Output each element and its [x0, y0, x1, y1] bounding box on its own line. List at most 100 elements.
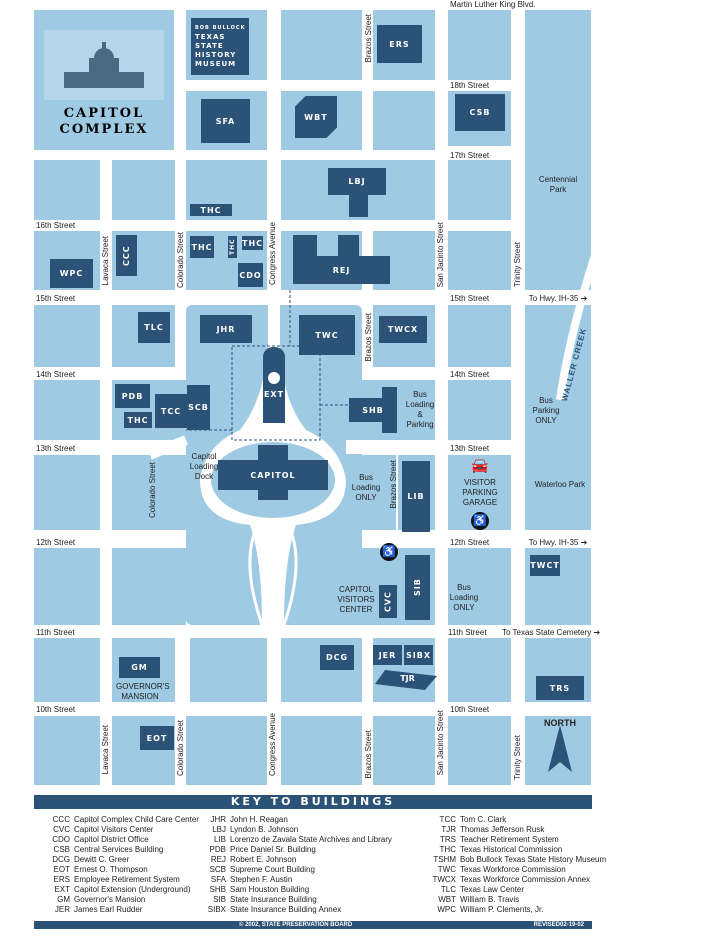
block: [34, 455, 100, 530]
key-name: Capitol Complex Child Care Center: [74, 815, 199, 824]
footer: © 2002, STATE PRESERVATION BOARD REVISED…: [34, 921, 592, 929]
key-entry: GM Governor's Mansion: [38, 895, 199, 905]
building-twct[interactable]: TWCT: [530, 555, 560, 576]
key-name: Thomas Jefferson Rusk: [460, 825, 545, 834]
revised-date: REVISED02-19-02: [533, 922, 584, 928]
building-cvc[interactable]: CVC: [379, 585, 397, 618]
cvc-label: CAPITOL VISITORS CENTER: [337, 585, 375, 614]
building-trs[interactable]: TRS: [536, 676, 584, 700]
building-thc[interactable]: THC: [242, 236, 263, 250]
building-gm[interactable]: GM: [119, 657, 160, 678]
key-code: JHR: [210, 815, 226, 824]
building-dcg[interactable]: DCG: [320, 645, 354, 670]
building-thc[interactable]: THC: [124, 412, 152, 428]
key-name: Texas Workforce Commission: [460, 865, 566, 874]
street-10th: 10th Street: [36, 705, 76, 714]
building-tcc[interactable]: TCC: [155, 394, 187, 428]
building-scb[interactable]: SCB: [187, 385, 210, 430]
key-name: William B. Travis: [460, 895, 520, 904]
street-lavaca: Lavaca Street: [101, 236, 110, 286]
rotunda-icon: [268, 372, 280, 384]
building-sib[interactable]: SIB: [405, 555, 430, 620]
street-san-jacinto: San Jacinto Street: [436, 222, 445, 288]
key-code: EXT: [54, 885, 70, 894]
block: [34, 380, 100, 440]
key-code: GM: [57, 895, 70, 904]
building-pdb[interactable]: PDB: [115, 384, 150, 408]
building-label: BOB BULLOCK: [195, 25, 246, 31]
key-name: Lorenzo de Zavala State Archives and Lib…: [230, 835, 392, 844]
key-name: Price Daniel Sr. Building: [230, 845, 316, 854]
street-12th: 12th Street: [450, 538, 490, 547]
key-code: DCG: [52, 855, 70, 864]
key-name: Lyndon B. Johnson: [230, 825, 299, 834]
key-name: State Insurance Building: [230, 895, 317, 904]
building-thc[interactable]: THC: [190, 204, 232, 216]
street-11th: 11th Street: [36, 628, 75, 637]
building-lib[interactable]: LIB: [402, 461, 430, 532]
bus-loading-only-label: Bus Loading ONLY: [449, 583, 479, 612]
key-name: Texas Law Center: [460, 885, 525, 894]
building-thc[interactable]: THC: [228, 236, 237, 258]
street-brazos: Brazos Street: [364, 313, 373, 362]
building-wbt[interactable]: WBT: [295, 96, 337, 138]
key-name: Governor's Mansion: [74, 895, 146, 904]
key-name: Bob Bullock Texas State History Museum: [460, 855, 607, 864]
street-trinity: Trinity Street: [513, 735, 522, 781]
key-name: Sam Houston Building: [230, 885, 310, 894]
building-tjr[interactable]: TJR: [400, 674, 415, 683]
key-entry: SHB Sam Houston Building: [188, 885, 392, 895]
block: [281, 10, 362, 80]
building-ers[interactable]: ERS: [377, 25, 422, 63]
building-cdo[interactable]: CDO: [238, 263, 263, 287]
building-jer[interactable]: JER: [373, 645, 402, 665]
key-code: CSB: [53, 845, 70, 854]
block: [34, 305, 100, 367]
title-line1: CAPITOL: [63, 106, 145, 121]
block: [112, 548, 186, 625]
building-sibx[interactable]: SIBX: [404, 645, 433, 665]
building-ccc[interactable]: CCC: [116, 235, 137, 276]
building-twcx[interactable]: TWCX: [379, 316, 427, 343]
building-sfa[interactable]: SFA: [201, 99, 250, 143]
block: [373, 716, 435, 785]
building-tlc[interactable]: TLC: [138, 312, 170, 343]
building-ext[interactable]: EXT: [263, 347, 285, 423]
block: [340, 455, 396, 530]
cul-de-sac: [371, 440, 385, 454]
key-name: Robert E. Johnson: [230, 855, 297, 864]
key-entry: JHR John H. Reagan: [188, 815, 392, 825]
building-shb-wing: [382, 387, 397, 433]
building-thc[interactable]: THC: [190, 236, 214, 258]
block: [373, 91, 435, 150]
building-twc[interactable]: TWC: [299, 315, 355, 355]
title-line2: COMPLEX: [59, 122, 149, 137]
block: [448, 548, 511, 625]
key-code: THC: [439, 845, 456, 854]
key-code: LBJ: [212, 825, 226, 834]
building-eot[interactable]: EOT: [140, 726, 174, 750]
block: [112, 160, 175, 220]
accessible-icon: ♿: [380, 543, 398, 561]
key-code: TWC: [437, 865, 456, 874]
key-name: Employee Retirement System: [74, 875, 180, 884]
building-wpc[interactable]: WPC: [50, 259, 93, 288]
building-rej[interactable]: REJ: [293, 256, 390, 284]
building-jhr[interactable]: JHR: [200, 315, 252, 343]
key-code: SHB: [209, 885, 226, 894]
street-brazos: Brazos Street: [364, 730, 373, 779]
key-code: TRS: [440, 835, 456, 844]
key-name: John H. Reagan: [230, 815, 288, 824]
street-14th: 14th Street: [36, 370, 76, 379]
street-lavaca: Lavaca Street: [101, 725, 110, 775]
building-csb[interactable]: CSB: [455, 94, 505, 131]
key-entry: THC Texas Historical Commission: [412, 845, 606, 855]
key-name: Texas Historical Commission: [460, 845, 563, 854]
building-lbj[interactable]: LBJ: [328, 168, 386, 195]
